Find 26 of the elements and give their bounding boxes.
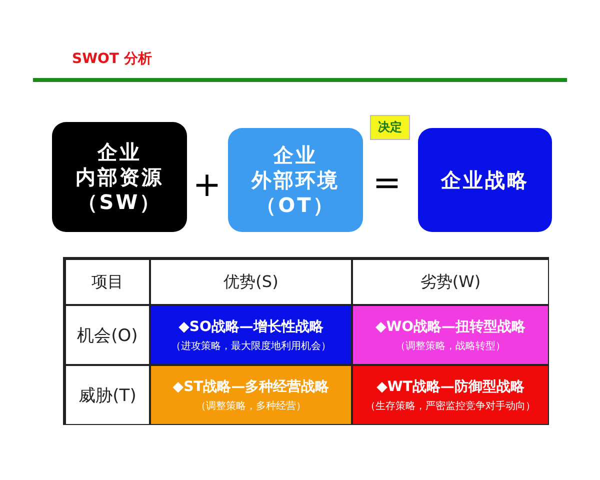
table-cell: 项目 (65, 259, 150, 305)
strategy-title: ◆SO战略—增长性战略 (178, 318, 324, 336)
node-text: 企业 (98, 140, 142, 164)
node-text: 决定 (378, 120, 402, 135)
operator-symbol: = (372, 166, 402, 200)
title: SWOT 分析 (72, 50, 152, 68)
strategy-note: （调整策略，战略转型） (396, 340, 506, 352)
table-cell: 劣势(W) (352, 259, 549, 305)
node-text: 内部资源（SW） (74, 164, 164, 214)
table-cell: 优势(S) (150, 259, 352, 305)
rounded-box (228, 128, 363, 232)
strategy-note: （进攻策略，最大限度地利用机会） (171, 340, 331, 352)
rounded-box (418, 128, 552, 232)
strategy-note: （生存策略，严密监控竞争对手动向） (366, 400, 536, 412)
strategy-note: （调整策略，多种经营） (196, 400, 306, 412)
operator-symbol: + (192, 168, 222, 202)
table-cell: 威胁(T) (65, 365, 150, 425)
strategy-title: ◆WO战略—扭转型战略 (375, 318, 526, 336)
node-text: 外部环境（OT） (250, 168, 340, 218)
node-text: 企业 (274, 142, 318, 168)
node-text: 企业战略 (441, 168, 529, 192)
table-cell: 机会(O) (65, 305, 150, 365)
tag-box (370, 115, 410, 140)
rounded-box (52, 122, 187, 232)
strategy-title: ◆WT战略—防御型战略 (376, 378, 524, 396)
strategy-title: ◆ST战略—多种经营战略 (172, 378, 330, 396)
